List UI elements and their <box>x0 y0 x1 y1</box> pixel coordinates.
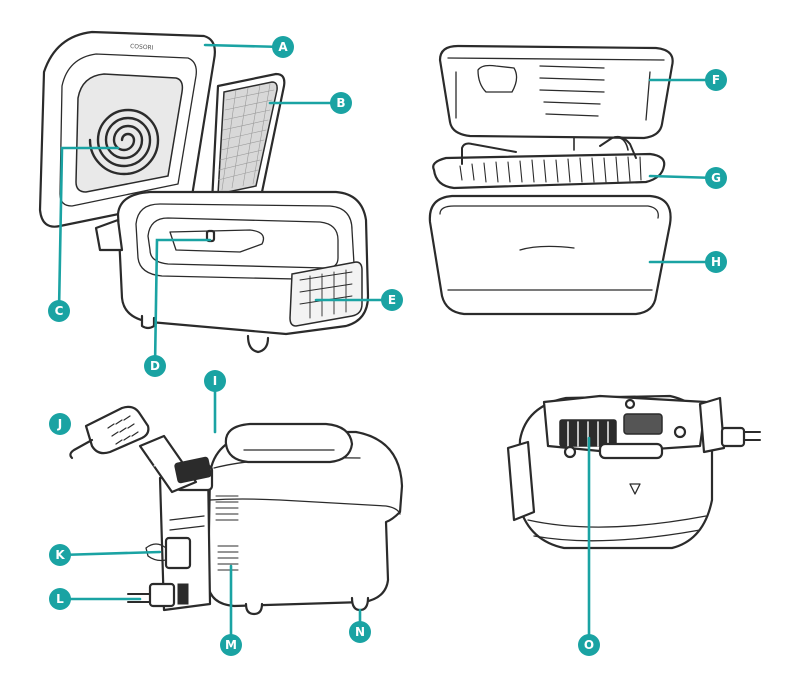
callout-badge-j: J <box>49 413 71 435</box>
callout-badge-k: K <box>49 544 71 566</box>
callout-badge-n: N <box>349 621 371 643</box>
open-fryer-view: COSORI <box>38 30 370 354</box>
callout-label-e: E <box>388 293 396 307</box>
rack-drawing <box>432 135 666 190</box>
fryer-underside-view <box>506 394 761 550</box>
lid-brand-text: COSORI <box>130 43 154 52</box>
callout-circle-o <box>578 634 600 656</box>
callout-leaders <box>57 43 718 647</box>
callout-badge-d: D <box>144 355 166 377</box>
callout-label-l: L <box>56 592 64 606</box>
callout-label-j: J <box>57 417 62 431</box>
callout-circle-k <box>49 544 71 566</box>
callout-label-k: K <box>55 548 65 562</box>
callout-circle-g <box>705 167 727 189</box>
callout-label-c: C <box>55 304 64 318</box>
inner-pan-drawing <box>428 194 672 316</box>
callout-circle-a <box>272 36 294 58</box>
callout-badge-g: G <box>705 167 727 189</box>
fryer-base-drawing <box>94 190 370 354</box>
callout-label-m: M <box>225 638 237 652</box>
callout-circle-l <box>49 588 71 610</box>
callout-label-d: D <box>150 359 160 373</box>
callout-label-b: B <box>336 96 345 110</box>
splatter-screen-drawing <box>210 72 286 204</box>
callout-circle-h <box>705 251 727 273</box>
callout-badge-o: O <box>578 634 600 656</box>
callout-badge-e: E <box>381 289 403 311</box>
callout-badge-m: M <box>220 634 242 656</box>
leader-line-g <box>648 174 718 180</box>
callout-circle-f <box>705 69 727 91</box>
callout-badge-l: L <box>49 588 71 610</box>
callout-badges: A B C D E F G H I J K L M N O <box>48 36 727 656</box>
callout-circle-n <box>349 621 371 643</box>
callout-label-h: H <box>711 255 721 269</box>
callout-badge-a: A <box>272 36 294 58</box>
callout-badge-i: I <box>204 370 226 392</box>
callout-circle-i <box>204 370 226 392</box>
callout-label-a: A <box>278 40 288 54</box>
callout-label-n: N <box>355 625 365 639</box>
callout-circle-m <box>220 634 242 656</box>
callout-circle-d <box>144 355 166 377</box>
callout-circle-e <box>381 289 403 311</box>
leader-line-d <box>153 238 212 368</box>
callout-circle-c <box>48 300 70 322</box>
heating-coil-drawing <box>88 108 160 176</box>
callout-circle-b <box>330 92 352 114</box>
callout-label-o: O <box>584 638 594 652</box>
callout-label-i: I <box>213 374 217 388</box>
closed-fryer-rear-view <box>69 405 404 616</box>
callout-badge-c: C <box>48 300 70 322</box>
callout-badge-h: H <box>705 251 727 273</box>
cleaning-tool-drawing <box>69 405 150 460</box>
leader-line-k <box>58 550 162 557</box>
callout-badge-b: B <box>330 92 352 114</box>
leader-line-c <box>57 146 120 313</box>
callout-label-g: G <box>711 171 721 185</box>
accessories-view <box>428 44 674 316</box>
basket-drawing <box>438 44 674 151</box>
leader-line-a <box>203 43 285 49</box>
callout-circle-j <box>49 413 71 435</box>
callout-badge-f: F <box>705 69 727 91</box>
callout-label-f: F <box>712 73 720 87</box>
